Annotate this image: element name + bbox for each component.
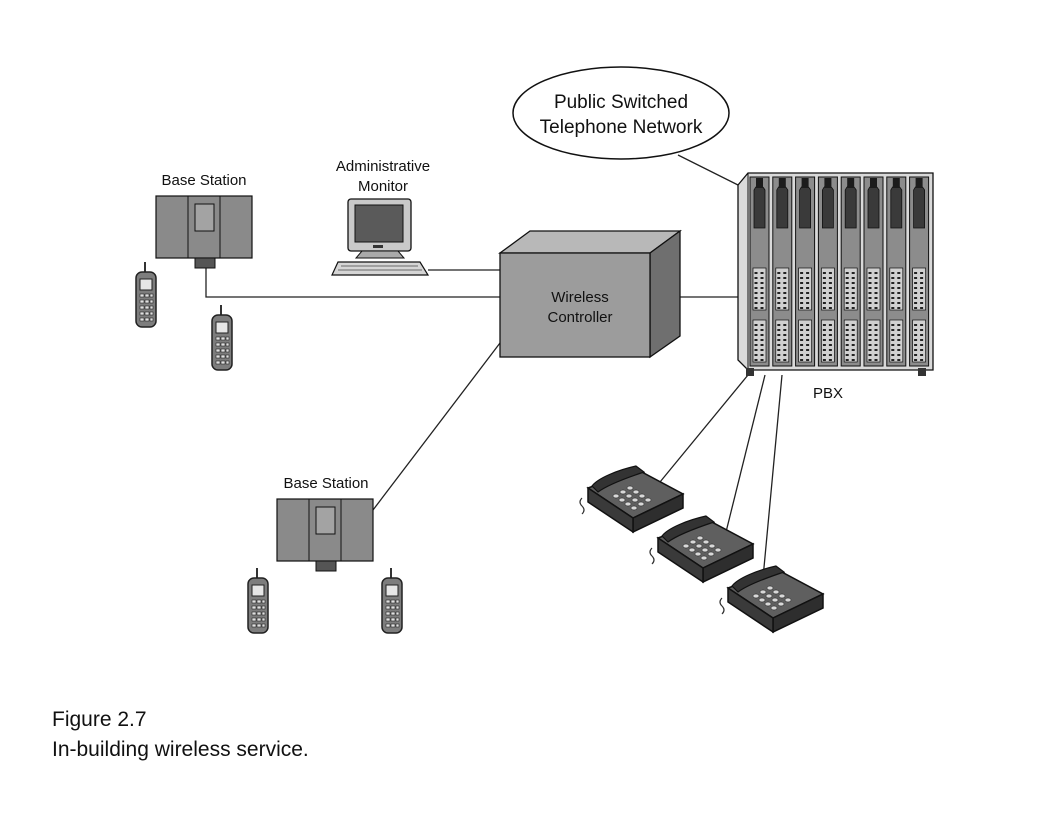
handset-icon: [381, 567, 403, 634]
link-pbx-to-phone-3: [762, 374, 783, 579]
pbx-line-card: [840, 176, 861, 367]
base-station-top: Base Station: [155, 172, 253, 269]
base-station-bottom: Base Station: [276, 475, 374, 572]
figure-number: Figure 2.7: [52, 708, 147, 731]
pbx-cards: [749, 176, 930, 367]
handset-icon: [247, 567, 269, 634]
pbx-line-card: [863, 176, 884, 367]
link-pstn-to-pbx: [677, 154, 739, 186]
base-station-bottom-label: Base Station: [283, 475, 368, 492]
pbx-rack: PBX: [737, 172, 934, 402]
pbx-line-card: [817, 176, 838, 367]
desk-phone-icon: [579, 465, 684, 533]
desk-phone-icon: [649, 515, 754, 583]
pstn-label-line-2: Telephone Network: [540, 117, 703, 138]
pbx-line-card: [909, 176, 930, 367]
link-base-station-bottom-to-controller: [372, 342, 501, 511]
base-station-top-label: Base Station: [161, 172, 246, 189]
pbx-line-card: [772, 176, 793, 367]
pbx-line-card: [886, 176, 907, 367]
pbx-label: PBX: [813, 385, 843, 402]
handset-icon: [135, 261, 157, 328]
monitor-label-line-1: Administrative: [336, 158, 430, 175]
connection-lines: [205, 154, 783, 579]
administrative-monitor: Administrative Monitor: [331, 158, 430, 276]
monitor-label-line-2: Monitor: [358, 178, 408, 195]
pbx-line-card: [749, 176, 770, 367]
desk-phone-icon: [719, 565, 824, 633]
pstn-node: Public Switched Telephone Network: [512, 66, 730, 160]
wireless-controller: Wireless Controller: [498, 229, 682, 359]
controller-label-line-2: Controller: [547, 309, 612, 326]
link-base-station-top-to-controller: [205, 268, 500, 298]
pstn-label-line-1: Public Switched: [554, 92, 688, 113]
handset-icon: [211, 304, 233, 371]
controller-label-line-1: Wireless: [551, 289, 609, 306]
link-pbx-to-phone-1: [659, 374, 749, 483]
figure-caption: In-building wireless service.: [52, 738, 309, 761]
link-pbx-to-phone-2: [725, 374, 766, 533]
computer-monitor-icon: [331, 198, 430, 276]
pbx-line-card: [795, 176, 816, 367]
